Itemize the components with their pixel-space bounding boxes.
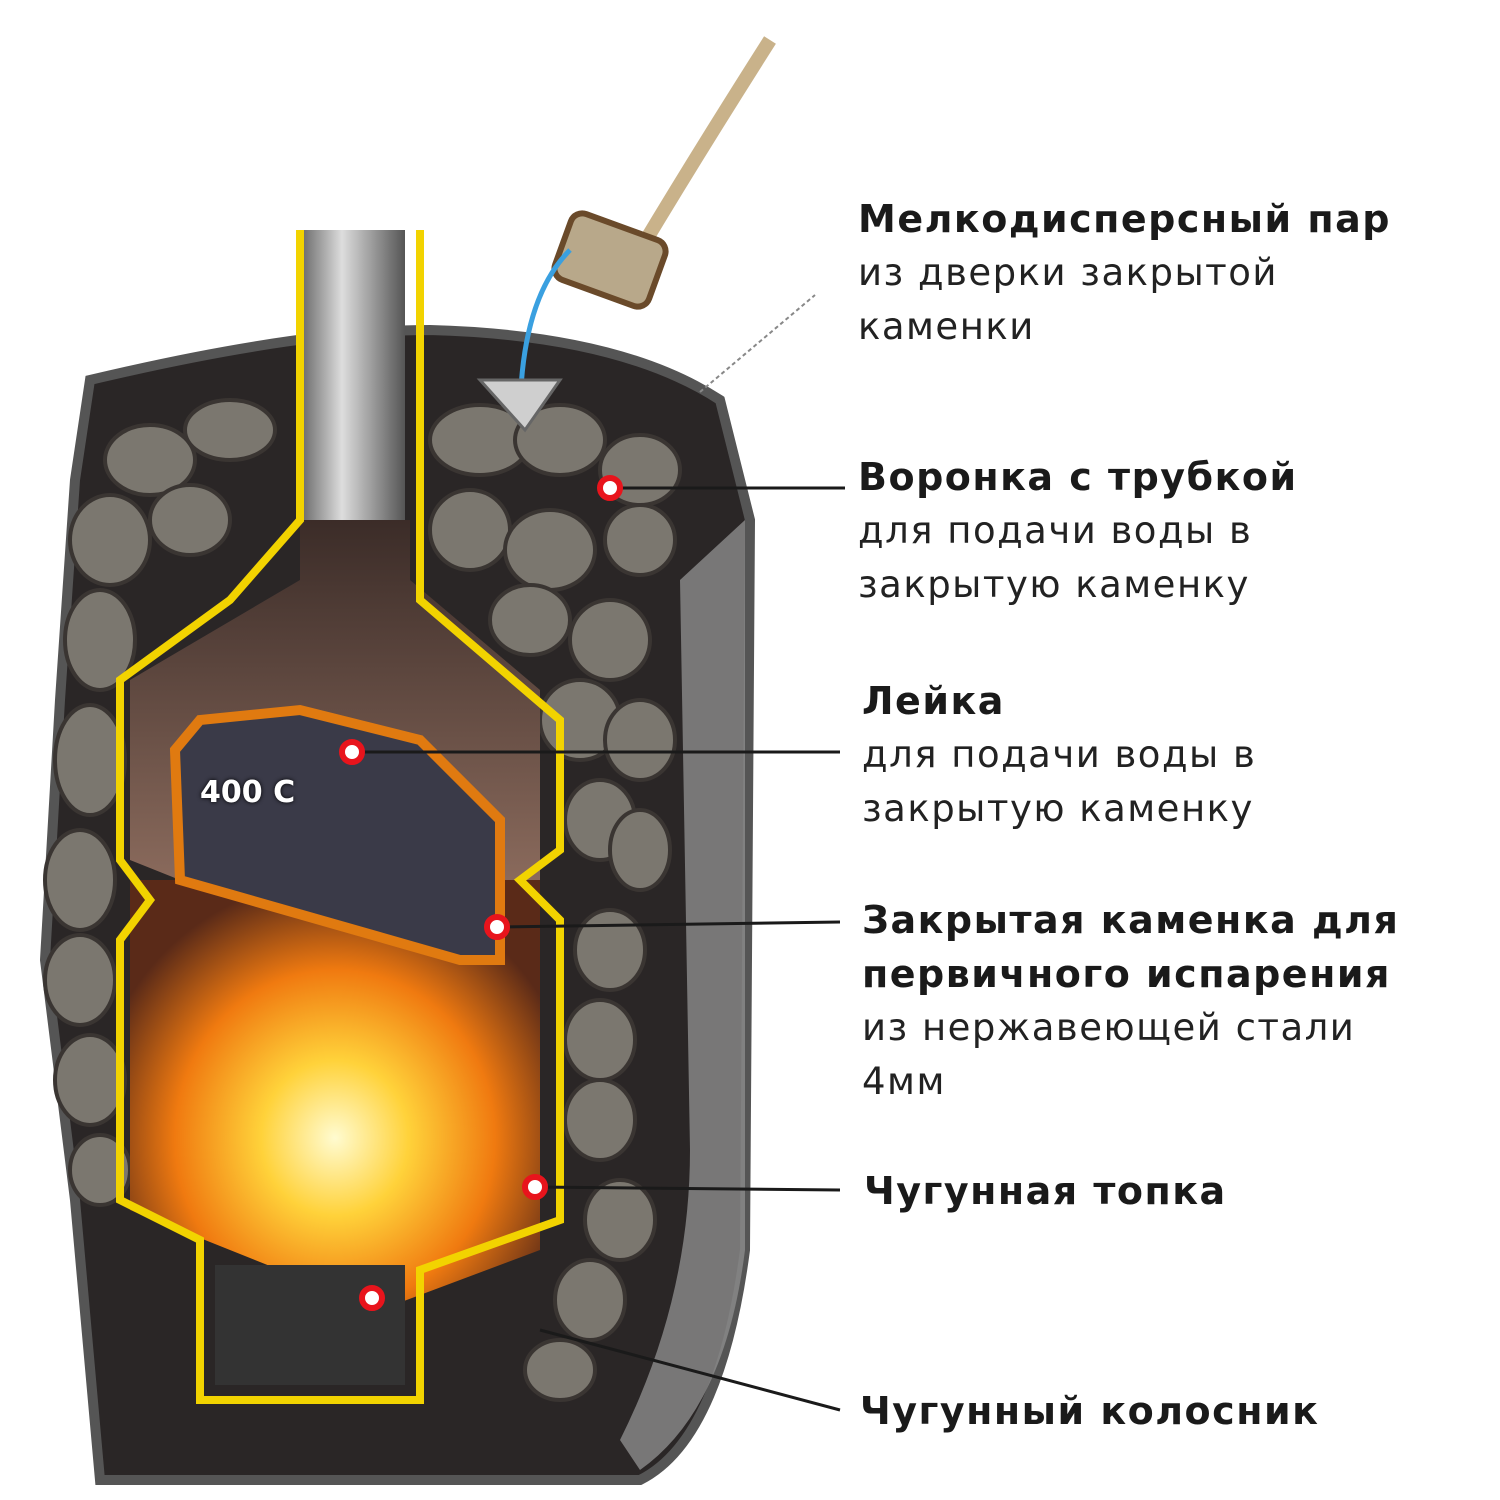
label-desc: 4мм <box>862 1060 946 1103</box>
closed-stone-chamber <box>169 704 505 965</box>
label-desc: закрытую каменку <box>862 787 1254 830</box>
label-desc: каменки <box>858 305 1035 348</box>
label-firebox: Чугунная топка <box>864 1164 1227 1218</box>
label-desc: для подачи воды в <box>858 509 1253 552</box>
marker-chamber <box>484 914 510 940</box>
marker-firebox <box>522 1174 548 1200</box>
temperature-label: 400 C <box>200 775 296 810</box>
marker-ladle <box>339 739 365 765</box>
label-title: Мелкодисперсный пар <box>858 197 1391 241</box>
marker-funnel <box>597 475 623 501</box>
label-desc: для подачи воды в <box>862 733 1257 776</box>
label-desc: из нержавеющей стали <box>862 1006 1356 1049</box>
chimney-pipe <box>300 230 405 530</box>
label-steam: Мелкодисперсный пар из дверки закрытой к… <box>858 192 1391 354</box>
label-title: Воронка с трубкой <box>858 455 1298 499</box>
ladle-cup <box>551 210 669 310</box>
label-title: Закрытая каменка для <box>862 898 1400 942</box>
label-title: Лейка <box>862 679 1005 723</box>
markers <box>339 475 623 1311</box>
stove-side-mesh <box>620 520 745 1470</box>
label-closed-chamber: Закрытая каменка для первичного испарени… <box>862 893 1399 1109</box>
ladle-handle <box>633 36 776 254</box>
stones <box>43 398 682 1402</box>
marker-grate <box>359 1285 385 1311</box>
yellow-frame <box>116 230 564 1404</box>
label-ladle: Лейка для подачи воды в закрытую каменку <box>862 674 1256 836</box>
label-title: первичного испарения <box>862 952 1391 996</box>
label-title: Чугунная топка <box>864 1169 1227 1213</box>
firebox <box>130 880 540 1310</box>
label-desc: закрытую каменку <box>858 563 1250 606</box>
label-desc: из дверки закрытой <box>858 251 1278 294</box>
leader-lines <box>352 486 845 1412</box>
grate <box>215 1265 405 1385</box>
label-title: Чугунный колосник <box>860 1389 1320 1433</box>
label-grate: Чугунный колосник <box>860 1384 1319 1438</box>
funnel <box>476 378 563 433</box>
label-funnel: Воронка с трубкой для подачи воды в закр… <box>858 450 1298 612</box>
